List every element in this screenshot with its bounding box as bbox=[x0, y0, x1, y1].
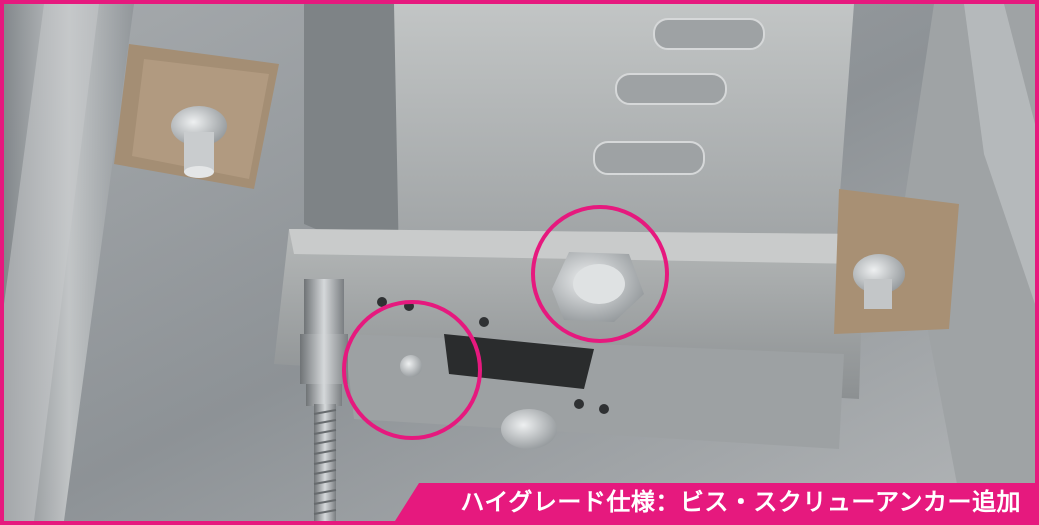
bolt-right bbox=[853, 254, 905, 309]
caption-banner: ハイグレード仕様：ビス・スクリューアンカー追加 bbox=[395, 483, 1035, 521]
caption-text: ハイグレード仕様：ビス・スクリューアンカー追加 bbox=[460, 488, 1021, 516]
bolt-top-left bbox=[171, 106, 227, 178]
highlight-circle-bolt bbox=[531, 205, 669, 343]
screw bbox=[400, 355, 422, 377]
bolt-center bbox=[552, 252, 644, 322]
bracket-photo bbox=[4, 4, 1035, 521]
threaded-rod bbox=[300, 279, 348, 521]
highlight-circle-screw bbox=[342, 300, 482, 440]
bolt-lower bbox=[501, 409, 557, 449]
